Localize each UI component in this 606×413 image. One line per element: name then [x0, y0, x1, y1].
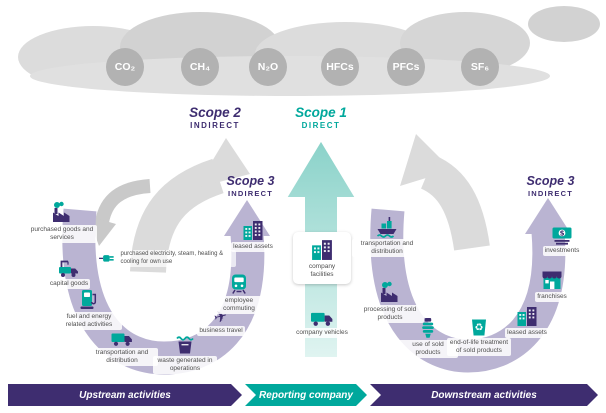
crane-truck-icon [59, 260, 78, 277]
gas-badge-pfcs: PFCs [387, 48, 425, 86]
company-facilities-card: company facilities [293, 232, 351, 285]
item-label: purchased goods and services [27, 225, 97, 244]
gas-badge-sf6: SF₆ [461, 48, 499, 86]
scope3-right-label: Scope 3 INDIRECT [503, 174, 598, 198]
money-icon: $ [552, 227, 572, 245]
banner-label: Reporting company [259, 389, 353, 401]
item-label: end-of-life treatment of sold products [447, 338, 511, 357]
scope2-title: Scope 2 [189, 105, 241, 120]
ship-icon [376, 217, 397, 238]
banner-label: Upstream activities [79, 389, 171, 401]
downstream-up-arrow [420, 155, 490, 251]
train-icon [232, 274, 246, 294]
scope3-left-label: Scope 3 INDIRECT [203, 174, 298, 198]
gas-label: CH₄ [189, 61, 211, 73]
scope2-label: Scope 2 INDIRECT [160, 105, 270, 130]
downstream-item-leased-assets: leased assets [498, 304, 556, 339]
scope2-subtitle: INDIRECT [190, 121, 240, 130]
banner-downstream-activities: Downstream activities [370, 384, 598, 406]
gas-label: SF₆ [470, 61, 490, 73]
downstream-item-end-of-life-treatment: ♻ end-of-life treatment of sold products [447, 314, 511, 357]
item-label: purchased electricity, steam, heating & … [118, 250, 236, 267]
factory-icon [53, 201, 70, 222]
cfl-bulb-icon [422, 318, 434, 338]
gas-badge-n2o: N₂O [249, 48, 287, 86]
scope2-arrowhead [196, 138, 250, 188]
plug-icon [99, 255, 114, 262]
emissions-down-arrow [95, 179, 151, 224]
gas-badge-ch4: CH₄ [181, 48, 219, 86]
upstream-item-fuel-and-energy: fuel and energy related activities [56, 288, 122, 331]
upstream-item-employee-commuting: employee commuting [207, 272, 271, 315]
gas-label: N₂O [257, 61, 279, 73]
item-label: business travel [197, 326, 245, 337]
downstream-item-investments: $ investments [532, 222, 592, 257]
upstream-item-leased-assets: leased assets [225, 218, 281, 253]
gas-label: HFCs [326, 61, 354, 73]
recycle-bin-icon: ♻ [472, 319, 486, 336]
buildings-icon [243, 221, 263, 240]
scope3-left-subtitle: INDIRECT [227, 189, 274, 198]
gas-label: PFCs [392, 61, 420, 73]
downstream-item-franchises: franchises [524, 268, 580, 303]
banner-reporting-company: Reporting company [245, 384, 367, 406]
storefront-icon [542, 271, 562, 289]
item-label: investments [542, 246, 582, 257]
scope1-title: Scope 1 [295, 105, 347, 120]
item-label: use of sold products [398, 340, 458, 359]
item-label: employee commuting [207, 296, 271, 315]
cloud [528, 6, 600, 42]
downstream-item-use-of-sold-products: use of sold products [398, 316, 458, 359]
upstream-item-capital-goods: capital goods [38, 256, 100, 290]
item-label: company facilities [308, 263, 336, 279]
upstream-item-purchased-electricity: purchased electricity, steam, heating & … [98, 246, 236, 271]
item-label: waste generated in operations [153, 356, 217, 375]
item-label: transportation and distribution [86, 348, 158, 367]
svg-text:♻: ♻ [475, 323, 484, 334]
item-label: processing of sold products [356, 305, 424, 324]
factory-icon [381, 281, 398, 302]
scope1-subtitle: DIRECT [301, 121, 341, 130]
upstream-item-purchased-goods-and-services: purchased goods and services [27, 200, 97, 244]
item-label: leased assets [505, 328, 549, 339]
item-label: franchises [535, 292, 569, 303]
gas-badge-co2: CO₂ [106, 48, 144, 86]
buildings-icon [517, 307, 537, 326]
truck-icon [111, 333, 132, 346]
gas-label: CO₂ [114, 61, 136, 73]
downstream-loop-arrowhead [525, 198, 571, 234]
upstream-item-transportation-and-distribution: transportation and distribution [86, 326, 158, 367]
scope1-label: Scope 1 DIRECT [268, 105, 374, 130]
downstream-up-arrowhead [400, 134, 452, 186]
company-vehicles-item: company vehicles [294, 305, 350, 339]
item-label: company vehicles [294, 328, 350, 339]
truck-icon [311, 312, 333, 326]
item-label: fuel and energy related activities [56, 312, 122, 331]
scope3-right-title: Scope 3 [526, 174, 575, 188]
item-label: leased assets [231, 242, 275, 253]
item-label: capital goods [47, 279, 91, 290]
fuel-pump-icon [80, 290, 97, 309]
scope3-left-title: Scope 3 [226, 174, 275, 188]
gas-badge-hfcs: HFCs [321, 48, 359, 86]
banner-upstream-activities: Upstream activities [8, 384, 242, 406]
buildings-icon [312, 240, 332, 260]
downstream-item-transportation-and-distribution: transportation and distribution [352, 214, 422, 258]
scope3-right-subtitle: INDIRECT [527, 189, 574, 198]
upstream-item-business-travel: ✈ business travel [190, 306, 252, 337]
banner-label: Downstream activities [431, 389, 537, 401]
svg-text:$: $ [560, 230, 565, 238]
waste-bin-icon [176, 336, 194, 354]
item-label: transportation and distribution [352, 239, 422, 258]
downstream-item-processing-of-sold-products: processing of sold products [356, 280, 424, 324]
upstream-item-waste-generated: waste generated in operations [153, 332, 217, 375]
